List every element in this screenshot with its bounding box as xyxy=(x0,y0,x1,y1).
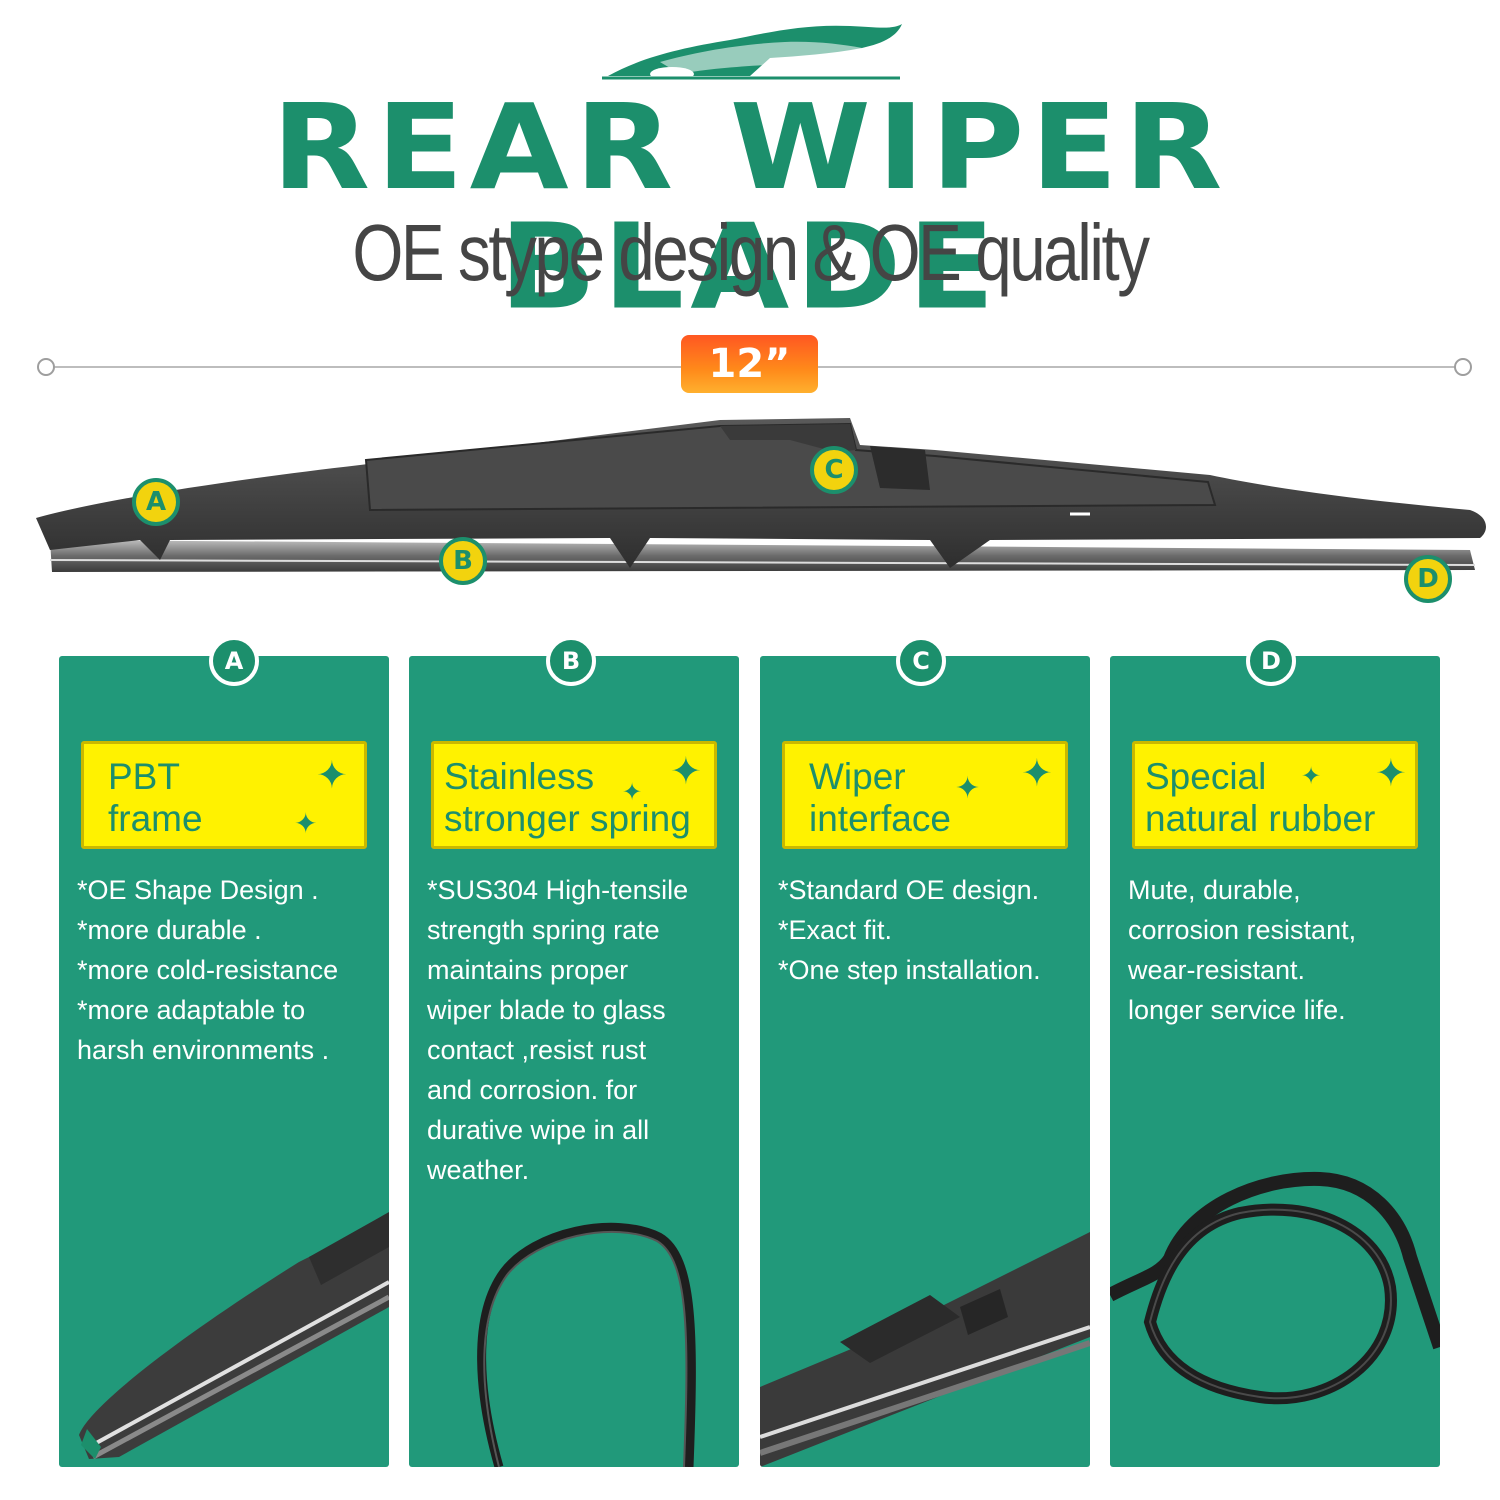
callout-b: B xyxy=(439,537,487,585)
card-text-line: wear-resistant. xyxy=(1128,955,1306,985)
card-text-line: *more cold-resistance xyxy=(77,955,339,985)
card-letter-b: B xyxy=(546,636,596,686)
callout-d: D xyxy=(1404,555,1452,603)
card-label-line: Stainless xyxy=(444,756,595,797)
card-description: Mute, durable, corrosion resistant, wear… xyxy=(1128,870,1438,1030)
page-title: REAR WIPER BLADE xyxy=(271,79,1229,336)
callout-a: A xyxy=(132,478,180,526)
card-label-line: natural rubber xyxy=(1145,798,1376,839)
sparkle-icon: ✦ xyxy=(670,749,702,793)
card-label-line: interface xyxy=(809,798,951,839)
card-text-line: contact ,resist rust xyxy=(427,1035,647,1065)
card-description: *Standard OE design. *Exact fit. *One st… xyxy=(778,870,1088,990)
car-logo-icon xyxy=(602,24,902,80)
size-badge: 12” xyxy=(681,335,818,393)
card-label: Wiper interface ✦ ✦ xyxy=(782,741,1068,849)
spring-steel-image xyxy=(477,1222,696,1467)
card-letter-d: D xyxy=(1246,636,1296,686)
card-text-line: *OE Shape Design . xyxy=(77,875,319,905)
card-description: *OE Shape Design . *more durable . *more… xyxy=(77,870,387,1070)
rubber-strip-image xyxy=(1110,1171,1440,1405)
callout-c: C xyxy=(810,446,858,494)
wiper-interface-closeup-image xyxy=(760,1232,1090,1467)
card-label: Special natural rubber ✦ ✦ xyxy=(1132,741,1418,849)
card-label-line: PBT xyxy=(108,756,180,797)
card-text-line: *Standard OE design. xyxy=(778,875,1040,905)
feature-card-natural-rubber: Special natural rubber ✦ ✦ Mute, durable… xyxy=(1110,656,1440,1467)
measure-end-left xyxy=(37,358,55,376)
card-label: Stainless stronger spring ✦ ✦ xyxy=(431,741,717,849)
card-text-line: and corrosion. for xyxy=(427,1075,638,1105)
sparkle-icon: ✦ xyxy=(1301,762,1322,790)
card-label-line: frame xyxy=(108,798,203,839)
card-label-line: stronger spring xyxy=(444,798,691,839)
card-text-line: *SUS304 High-tensile xyxy=(427,875,689,905)
measure-end-right xyxy=(1454,358,1472,376)
card-letter-c: C xyxy=(896,636,946,686)
card-text-line: corrosion resistant, xyxy=(1128,915,1357,945)
feature-card-stainless-spring: Stainless stronger spring ✦ ✦ *SUS304 Hi… xyxy=(409,656,739,1467)
sparkle-icon: ✦ xyxy=(622,778,643,806)
card-label-line: Wiper xyxy=(809,756,906,797)
wiper-blade-image xyxy=(36,418,1486,572)
feature-card-pbt-frame: PBT frame ✦ ✦ *OE Shape Design . *more d… xyxy=(59,656,389,1467)
sparkle-icon: ✦ xyxy=(1375,751,1407,795)
card-label: PBT frame ✦ ✦ xyxy=(81,741,367,849)
card-text-line: maintains proper xyxy=(427,955,629,985)
card-text-line: Mute, durable, xyxy=(1128,875,1301,905)
card-text-line: *more durable . xyxy=(77,915,262,945)
sparkle-icon: ✦ xyxy=(955,771,981,806)
card-text-line: wiper blade to glass xyxy=(427,995,666,1025)
page-subtitle: OE stype design & OE quality xyxy=(352,208,1150,297)
card-letter-a: A xyxy=(209,636,259,686)
blade-end-closeup-image xyxy=(79,1212,389,1460)
card-text-line: strength spring rate xyxy=(427,915,660,945)
card-description: *SUS304 High-tensile strength spring rat… xyxy=(427,870,737,1190)
sparkle-icon: ✦ xyxy=(1021,751,1053,795)
card-text-line: weather. xyxy=(427,1155,530,1185)
length-measure: 12” xyxy=(0,330,1500,410)
card-text-line: harsh environments . xyxy=(77,1035,330,1065)
card-text-line: *One step installation. xyxy=(778,955,1041,985)
card-text-line: *Exact fit. xyxy=(778,915,893,945)
sparkle-icon: ✦ xyxy=(316,753,348,797)
card-text-line: durative wipe in all xyxy=(427,1115,650,1145)
card-text-line: *more adaptable to xyxy=(77,995,306,1025)
card-text-line: longer service life. xyxy=(1128,995,1346,1025)
sparkle-icon: ✦ xyxy=(294,807,318,840)
feature-card-wiper-interface: Wiper interface ✦ ✦ *Standard OE design.… xyxy=(760,656,1090,1467)
card-label-line: Special xyxy=(1145,756,1267,797)
